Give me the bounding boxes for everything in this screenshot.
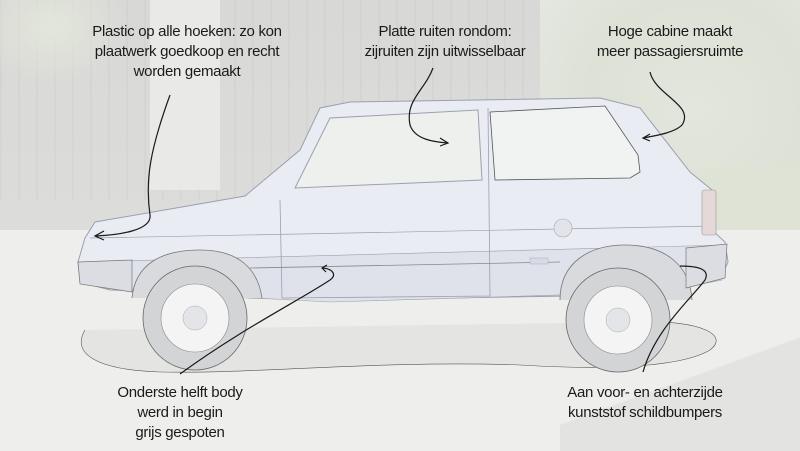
- arrow-corners: [95, 94, 171, 237]
- fuel-cap: [553, 218, 573, 238]
- annotation-line: Aan voor- en achterzijde: [567, 384, 723, 401]
- annotation-line: zijruiten zijn uitwisselbaar: [364, 43, 526, 60]
- background-pillar: [150, 0, 220, 190]
- front-window: [294, 109, 483, 189]
- arrow-bumpers: [642, 265, 707, 373]
- front-bumper: [77, 259, 133, 293]
- door-handle: [529, 257, 549, 265]
- annotation-bumpers: Aan voor- en achterzijde kunststof schil…: [545, 383, 745, 423]
- annotation-line: plaatwerk goedkoop en recht: [94, 43, 280, 60]
- annotation-line: worden gemaakt: [133, 63, 241, 80]
- annotation-lower-body: Onderste helft body werd in begin grijs …: [100, 383, 260, 443]
- body-crease: [89, 225, 716, 239]
- front-wheel: [142, 265, 248, 371]
- arrow-lower-body: [179, 267, 335, 375]
- arrow-cabin: [642, 71, 685, 139]
- arrow-lower-body-head: [321, 264, 328, 273]
- annotation-line: grijs gespoten: [135, 424, 225, 441]
- rear-wheel: [565, 267, 671, 373]
- background-foliage: [0, 0, 130, 90]
- annotation-windows: Platte ruiten rondom: zijruiten zijn uit…: [345, 22, 545, 62]
- annotation-line: Platte ruiten rondom:: [378, 23, 512, 40]
- arrow-windows: [408, 67, 449, 144]
- annotation-line: Plastic op alle hoeken: zo kon: [92, 23, 282, 40]
- side-molding: [249, 261, 561, 269]
- arrow-windows-head: [439, 137, 450, 147]
- tail-light: [701, 189, 717, 236]
- annotation-line: meer passagiersruimte: [596, 43, 744, 60]
- annotation-cabin: Hoge cabine maakt meer passagiersruimte: [570, 22, 770, 62]
- annotation-line: Hoge cabine maakt: [607, 23, 733, 40]
- arrow-cabin-head: [641, 133, 651, 142]
- rear-window: [489, 105, 641, 181]
- arrow-corners-head: [93, 230, 105, 241]
- annotation-line: kunststof schildbumpers: [567, 404, 722, 421]
- annotation-line: Onderste helft body: [117, 384, 243, 401]
- annotation-line: werd in begin: [137, 404, 223, 421]
- annotation-arrows: [93, 67, 707, 375]
- rear-bumper: [685, 243, 728, 289]
- annotation-corners: Plastic op alle hoeken: zo kon plaatwerk…: [72, 22, 302, 82]
- front-door: [279, 107, 491, 299]
